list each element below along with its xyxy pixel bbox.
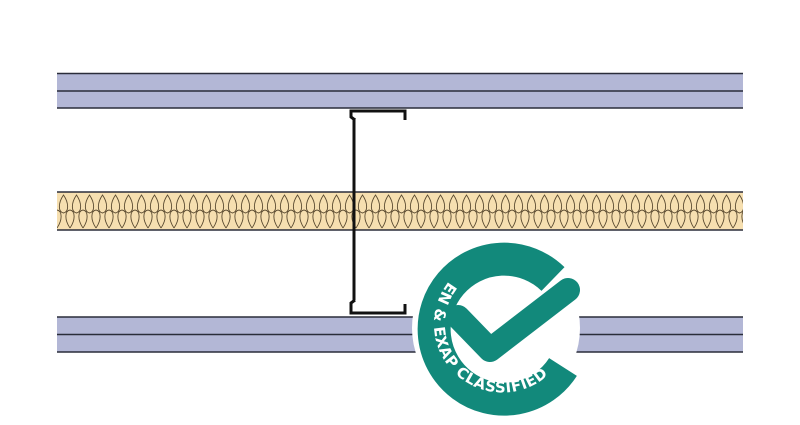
checkmark-icon	[446, 278, 580, 362]
insulation-layer	[57, 191, 743, 231]
steel-c-stud	[349, 109, 407, 315]
classification-badge: EN & EXAP CLASSIFIED	[412, 242, 580, 416]
bottom-board-layer	[57, 316, 743, 353]
top-board-layer	[57, 72, 743, 109]
